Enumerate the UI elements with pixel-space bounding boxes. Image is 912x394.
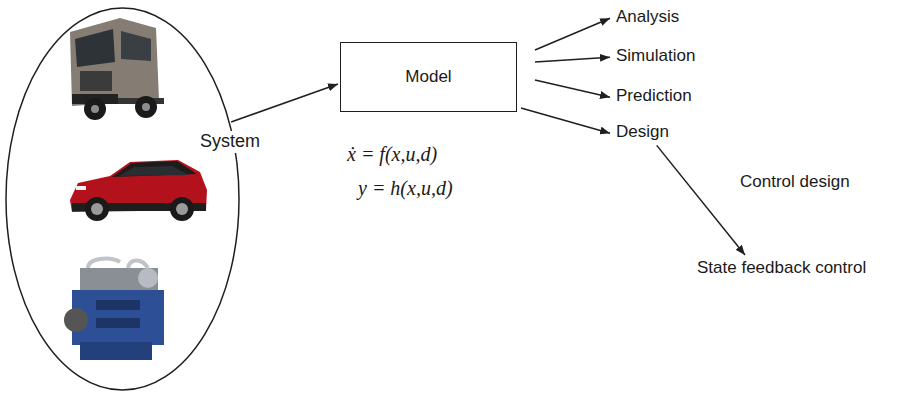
truck-wheel <box>84 98 106 120</box>
car-rim <box>91 203 103 215</box>
node-text: Design <box>614 122 671 142</box>
truck-wheel <box>135 96 157 118</box>
use-item: Prediction <box>614 86 694 106</box>
truck-grille <box>80 71 112 91</box>
equation-label: ẋ = f(x,u,d) <box>345 142 439 166</box>
use-item: Design <box>614 122 671 142</box>
ellipse-outline <box>5 7 240 391</box>
engine-head <box>80 268 158 292</box>
truck-picture <box>70 18 164 120</box>
car-window <box>119 166 189 176</box>
node-text: State feedback control <box>695 258 868 278</box>
car-roof <box>112 161 197 177</box>
arrow-connector <box>231 84 338 122</box>
node-text: Simulation <box>614 46 697 66</box>
truck-hub <box>142 103 150 111</box>
equation-label: y = h(x,u,d) <box>356 176 455 200</box>
arrow-connector <box>535 57 610 62</box>
car-picture <box>70 160 207 221</box>
edge-label: Control design <box>738 172 852 192</box>
node-text: System <box>198 131 262 153</box>
engine-turbo <box>138 268 158 288</box>
truck-side-window <box>121 31 151 61</box>
truck-windshield <box>75 29 115 67</box>
control-result: State feedback control <box>695 258 868 278</box>
arrow-connector <box>535 18 610 50</box>
node-text: Model <box>405 67 451 87</box>
use-item: Simulation <box>614 46 697 66</box>
model-box: Model <box>340 42 517 112</box>
arrow-connector <box>535 80 610 97</box>
engine-pipe <box>88 259 148 268</box>
system-ellipse: System <box>5 7 240 391</box>
ellipse-outline <box>6 8 239 390</box>
arrow-connector <box>521 108 610 133</box>
engine-detail <box>96 318 140 328</box>
use-item: Analysis <box>614 7 681 27</box>
truck-hub <box>91 105 99 113</box>
car-rim <box>176 203 188 215</box>
car-headlight <box>76 186 86 190</box>
engine-sump <box>80 342 152 360</box>
car-wheel <box>170 197 194 221</box>
arrow-connector <box>657 145 745 255</box>
node-text: Analysis <box>614 7 681 27</box>
node-text: Prediction <box>614 86 694 106</box>
truck-cab <box>70 18 159 106</box>
car-wheel <box>85 197 109 221</box>
engine-detail <box>96 300 140 310</box>
engine-pulley <box>64 308 88 332</box>
engine-picture <box>64 259 164 360</box>
